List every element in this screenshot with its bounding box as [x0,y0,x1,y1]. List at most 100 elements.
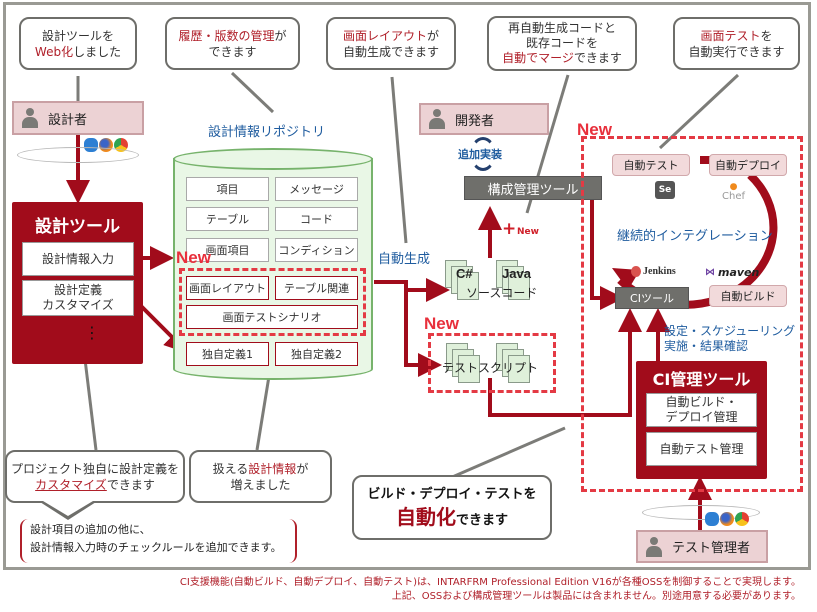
callout-moreinfo-rest: が [296,461,309,476]
callout-merge-line3: できます [573,51,622,65]
person-icon [429,109,445,129]
chrome-icon [735,512,749,526]
repo-cell-message[interactable]: メッセージ [275,177,358,201]
new-region-ci [581,136,803,492]
callout-layout-line2: 自動生成できます [342,44,439,59]
callout-moreinfo-highlight: 設計情報 [248,461,297,476]
ci-manager-title: CI管理ツール [652,370,751,389]
callout-customize-highlight: カスタマイズ [35,477,107,492]
maven-icon: ⋈maven [705,266,760,279]
actor-developer-label: 開発者 [455,113,495,129]
callout-automate-line1: ビルド・デプロイ・テストを [367,486,537,502]
callout-customize-line2: できます [106,477,155,492]
callout-screentest-highlight: 画面テスト [700,28,761,43]
settings-label: 設定・スケジューリング 実施・結果確認 [664,324,795,354]
callout-screentest: 画面テストを 自動実行できます [673,17,800,70]
firefox-icon [720,512,734,526]
callout-history-line1: が [274,28,287,43]
bracket-note: 設計項目の追加の他に、 設計情報入力時のチェックルールを追加できます。 [20,519,297,563]
callout-screentest-line2: 自動実行できます [688,44,785,59]
auto-gen-label: 自動生成 [378,252,431,267]
new-region-repo [179,268,366,336]
callout-moreinfo-line2: 増えました [230,477,291,492]
callout-history-line2: できます [208,44,257,59]
callout-automate: ビルド・デプロイ・テストを 自動化できます [352,475,552,540]
callout-web-highlight: Web化 [34,44,74,59]
edge-icon [705,512,719,526]
actor-designer: 設計者 [12,101,144,135]
callout-layout-highlight: 画面レイアウト [342,28,427,43]
callout-merge: 再自動生成コードと 既存コードを 自動でマージできます [487,16,637,71]
callout-merge-line1: 再自動生成コードと [507,21,616,35]
csharp-label: C# [456,266,473,281]
java-label: Java [502,266,531,281]
callout-customize: プロジェクト独自に設計定義を カスタマイズできます [5,450,185,503]
repo-cell-custom-1[interactable]: 独自定義1 [186,342,269,366]
callout-history: 履歴・版数の管理が できます [165,17,300,70]
actor-developer: 開発者 [419,103,549,135]
repo-cell-code[interactable]: コード [275,207,358,231]
callout-web-line1: 設計ツールを [41,28,114,43]
footnote-line1: CI支援機能(自動ビルド、自動デプロイ、自動テスト)は、INTARFRM Pro… [179,577,801,588]
doc-stack-test-1 [446,343,486,387]
add-impl-label: 追加実装 [458,148,502,161]
ci-tag-auto-deploy: 自動デプロイ [709,154,787,176]
config-mgmt-tool: 構成管理ツール [464,176,602,200]
doc-stack-java [496,260,536,304]
jenkins-icon: Jenkins [631,266,676,277]
callout-screentest-line1: を [760,28,773,43]
actor-designer-label: 設計者 [48,112,88,128]
callout-layout-line1: が [427,28,440,43]
design-tool: 設計ツール 設計情報入力 設計定義 カスタマイズ ⋮ [12,202,143,364]
selenium-icon: Se [655,181,675,199]
callout-automate-highlight: 自動化 [395,504,456,529]
callout-web: 設計ツールを Web化しました [19,17,137,70]
ci-manager-build-deploy[interactable]: 自動ビルド・ デプロイ管理 [646,393,757,427]
ci-loop-label: 継続的インテグレーション [617,229,773,244]
bracket-note-line1: 設計項目の追加の他に、 [30,523,151,536]
repo-cell-table-relation[interactable]: テーブル関連 [275,276,358,300]
callout-history-highlight: 履歴・版数の管理 [178,28,275,43]
new-badge-ci: New [577,120,612,139]
callout-layout: 画面レイアウトが 自動生成できます [326,17,456,70]
plus-icon: + [502,219,517,239]
refresh-cycle-icon [470,137,496,171]
callout-customize-line1: プロジェクト独自に設計定義を [10,461,179,476]
design-tool-title: 設計ツール [35,217,120,237]
network-ring-test [642,505,760,520]
more-items-icon: ⋮ [84,323,100,342]
actor-test-manager: テスト管理者 [636,530,768,563]
repo-cell-screen-test-scenario[interactable]: 画面テストシナリオ [186,305,358,329]
ci-tool: CIツール [615,287,689,309]
plus-new-label: New [517,227,539,237]
person-icon [22,108,38,128]
callout-merge-line2: 既存コードを [525,36,598,50]
person-icon [646,536,662,557]
footnote-line2: 上記、OSSおよび構成管理ツールは製品には含まれません。別途用意する必要がありま… [391,591,801,602]
repo-cell-custom-2[interactable]: 独自定義2 [275,342,358,366]
callout-web-line2: しました [73,44,122,59]
ci-manager-test[interactable]: 自動テスト管理 [646,432,757,466]
design-def-customize[interactable]: 設計定義 カスタマイズ [22,280,134,316]
design-info-input[interactable]: 設計情報入力 [22,242,134,276]
repo-cell-screen-item[interactable]: 画面項目 [186,238,269,262]
doc-stack-test-2 [496,343,536,387]
ci-tag-auto-test: 自動テスト [612,154,690,176]
test-script-label: テストスクリプト [442,361,539,375]
ci-tag-auto-build: 自動ビルド [709,285,787,307]
source-code-label: ソースコード [466,286,538,300]
browser-icons-test [705,512,749,526]
doc-stack-csharp [445,260,485,304]
chef-icon: ●Chef [722,182,745,202]
callout-merge-highlight: 自動でマージ [502,51,574,65]
repo-cell-table[interactable]: テーブル [186,207,269,231]
callout-automate-line2: できます [455,512,508,528]
repo-cell-item[interactable]: 項目 [186,177,269,201]
repo-cell-screen-layout[interactable]: 画面レイアウト [186,276,269,300]
callout-moreinfo-pre: 扱える [212,461,249,476]
new-badge-testscript: New [424,314,459,333]
settings-line1: 設定・スケジューリング [664,324,796,338]
repo-cell-condition[interactable]: コンディション [275,238,358,262]
ci-manager-tool: CI管理ツール 自動ビルド・ デプロイ管理 自動テスト管理 [636,361,767,479]
footnote: CI支援機能(自動ビルド、自動デプロイ、自動テスト)は、INTARFRM Pro… [180,576,801,604]
